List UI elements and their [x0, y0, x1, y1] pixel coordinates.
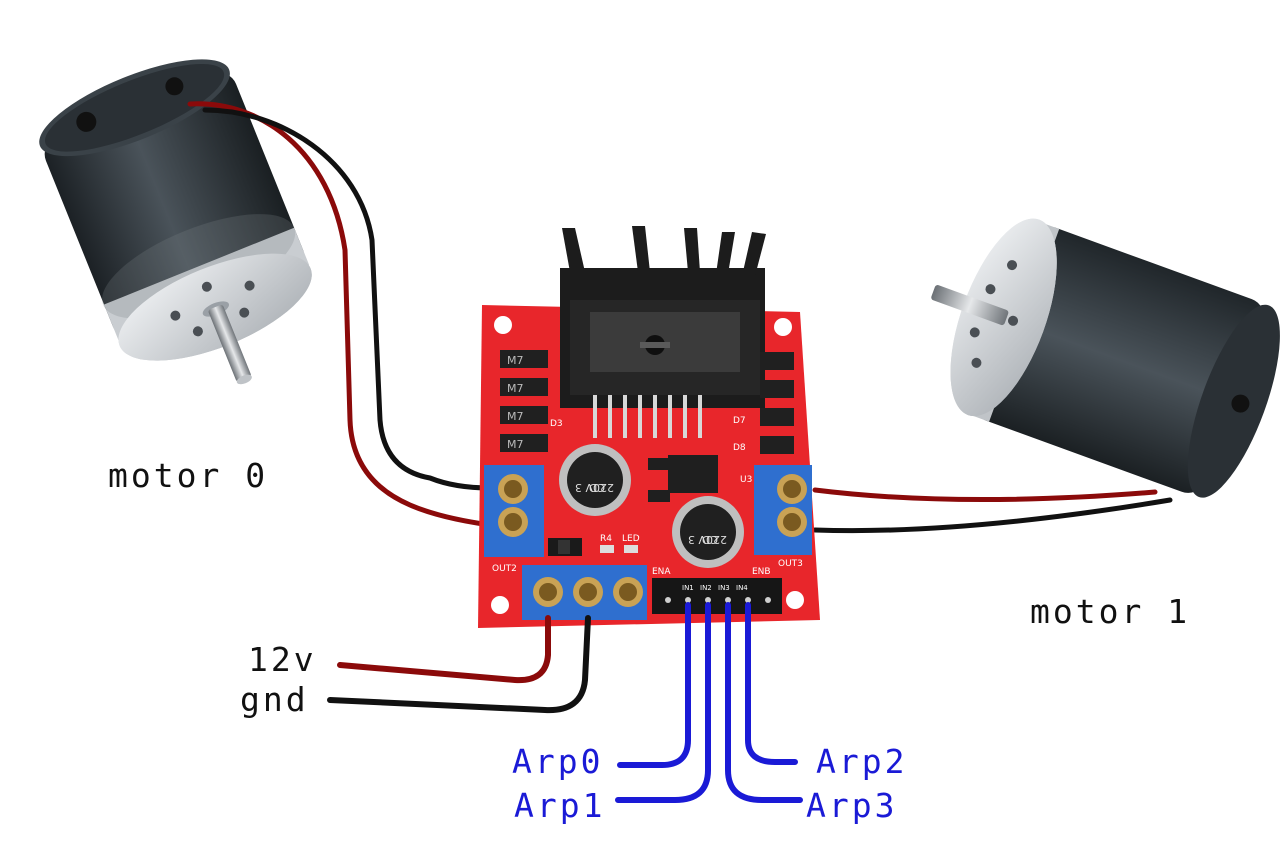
- terminal-out1-out2: OUT2: [484, 465, 544, 574]
- regulator: [668, 455, 718, 493]
- power-gnd-wire: [327, 615, 591, 714]
- arp0-label: Arp0: [512, 742, 604, 781]
- input-header: ENA ENB IN1 IN2 IN3 IN4: [652, 567, 782, 614]
- motor-0-wires: [187, 101, 493, 528]
- diode-label: M7: [507, 438, 524, 451]
- heatsink: [560, 226, 766, 408]
- power-wires: [327, 615, 591, 714]
- silk-d8: D8: [733, 443, 746, 453]
- diode-label: M7: [507, 410, 524, 423]
- motor-1-red-wire: [812, 487, 1158, 503]
- cap-label: 220V 3: [688, 533, 727, 546]
- arp3-wire: [725, 602, 803, 803]
- motor-0-label: motor 0: [108, 456, 269, 495]
- silk-enb: ENB: [752, 567, 771, 577]
- motor-1-wires: [812, 487, 1173, 534]
- arp1-label: Arp1: [514, 786, 606, 825]
- diode-label: M7: [507, 354, 524, 367]
- cap-label-cd: CD: [702, 533, 718, 546]
- diode-label: M7: [507, 382, 524, 395]
- motor-1-shaft: [931, 285, 1009, 326]
- diodes-left: M7 M7 M7 M7: [500, 350, 548, 452]
- silk-r4: R4: [600, 534, 612, 544]
- driver-ic-pins: [593, 395, 702, 438]
- power-12v-wire: [337, 615, 551, 684]
- silk-ena: ENA: [652, 567, 671, 577]
- capacitor-1: 220V 3 CD: [559, 444, 631, 516]
- arp2-wire: [745, 602, 798, 765]
- capacitor-2: 220V 3 CD: [672, 496, 744, 568]
- silk-in4: IN4: [736, 584, 748, 592]
- silk-in3: IN3: [718, 584, 730, 592]
- silk-d7: D7: [733, 416, 746, 426]
- silk-in1: IN1: [682, 584, 694, 592]
- motor-1-label: motor 1: [1030, 592, 1191, 631]
- arp2-label: Arp2: [816, 742, 908, 781]
- silk-in2: IN2: [700, 584, 712, 592]
- motor-1: [931, 218, 1280, 498]
- ground-label: gnd: [240, 680, 309, 719]
- arp1-wire: [615, 602, 711, 803]
- terminal-out3-out4: OUT3: [754, 465, 812, 569]
- power-12v-label: 12v: [248, 640, 317, 679]
- cap-label-cd: CD: [589, 481, 605, 494]
- motor-0-black-wire: [202, 107, 493, 491]
- signal-wires: [615, 602, 803, 803]
- arp3-label: Arp3: [806, 786, 898, 825]
- l298n-board: M7 M7 M7 M7 D7 D8 D3 220V 3 CD 220V 3 CD: [478, 226, 820, 628]
- silk-led: LED: [622, 534, 640, 544]
- cap-label: 220V 3: [575, 481, 614, 494]
- silk-d3: D3: [550, 419, 563, 429]
- silk-u3: U3: [740, 475, 752, 485]
- arp0-wire: [617, 602, 691, 768]
- motor-0: [39, 59, 312, 385]
- silk-out2: OUT2: [492, 564, 517, 574]
- silk-out3: OUT3: [778, 559, 803, 569]
- terminal-power: [522, 565, 647, 620]
- motor-0-shaft: [208, 305, 251, 382]
- diodes-right: D7 D8 D3: [550, 352, 794, 454]
- motor-1-black-wire: [812, 497, 1173, 534]
